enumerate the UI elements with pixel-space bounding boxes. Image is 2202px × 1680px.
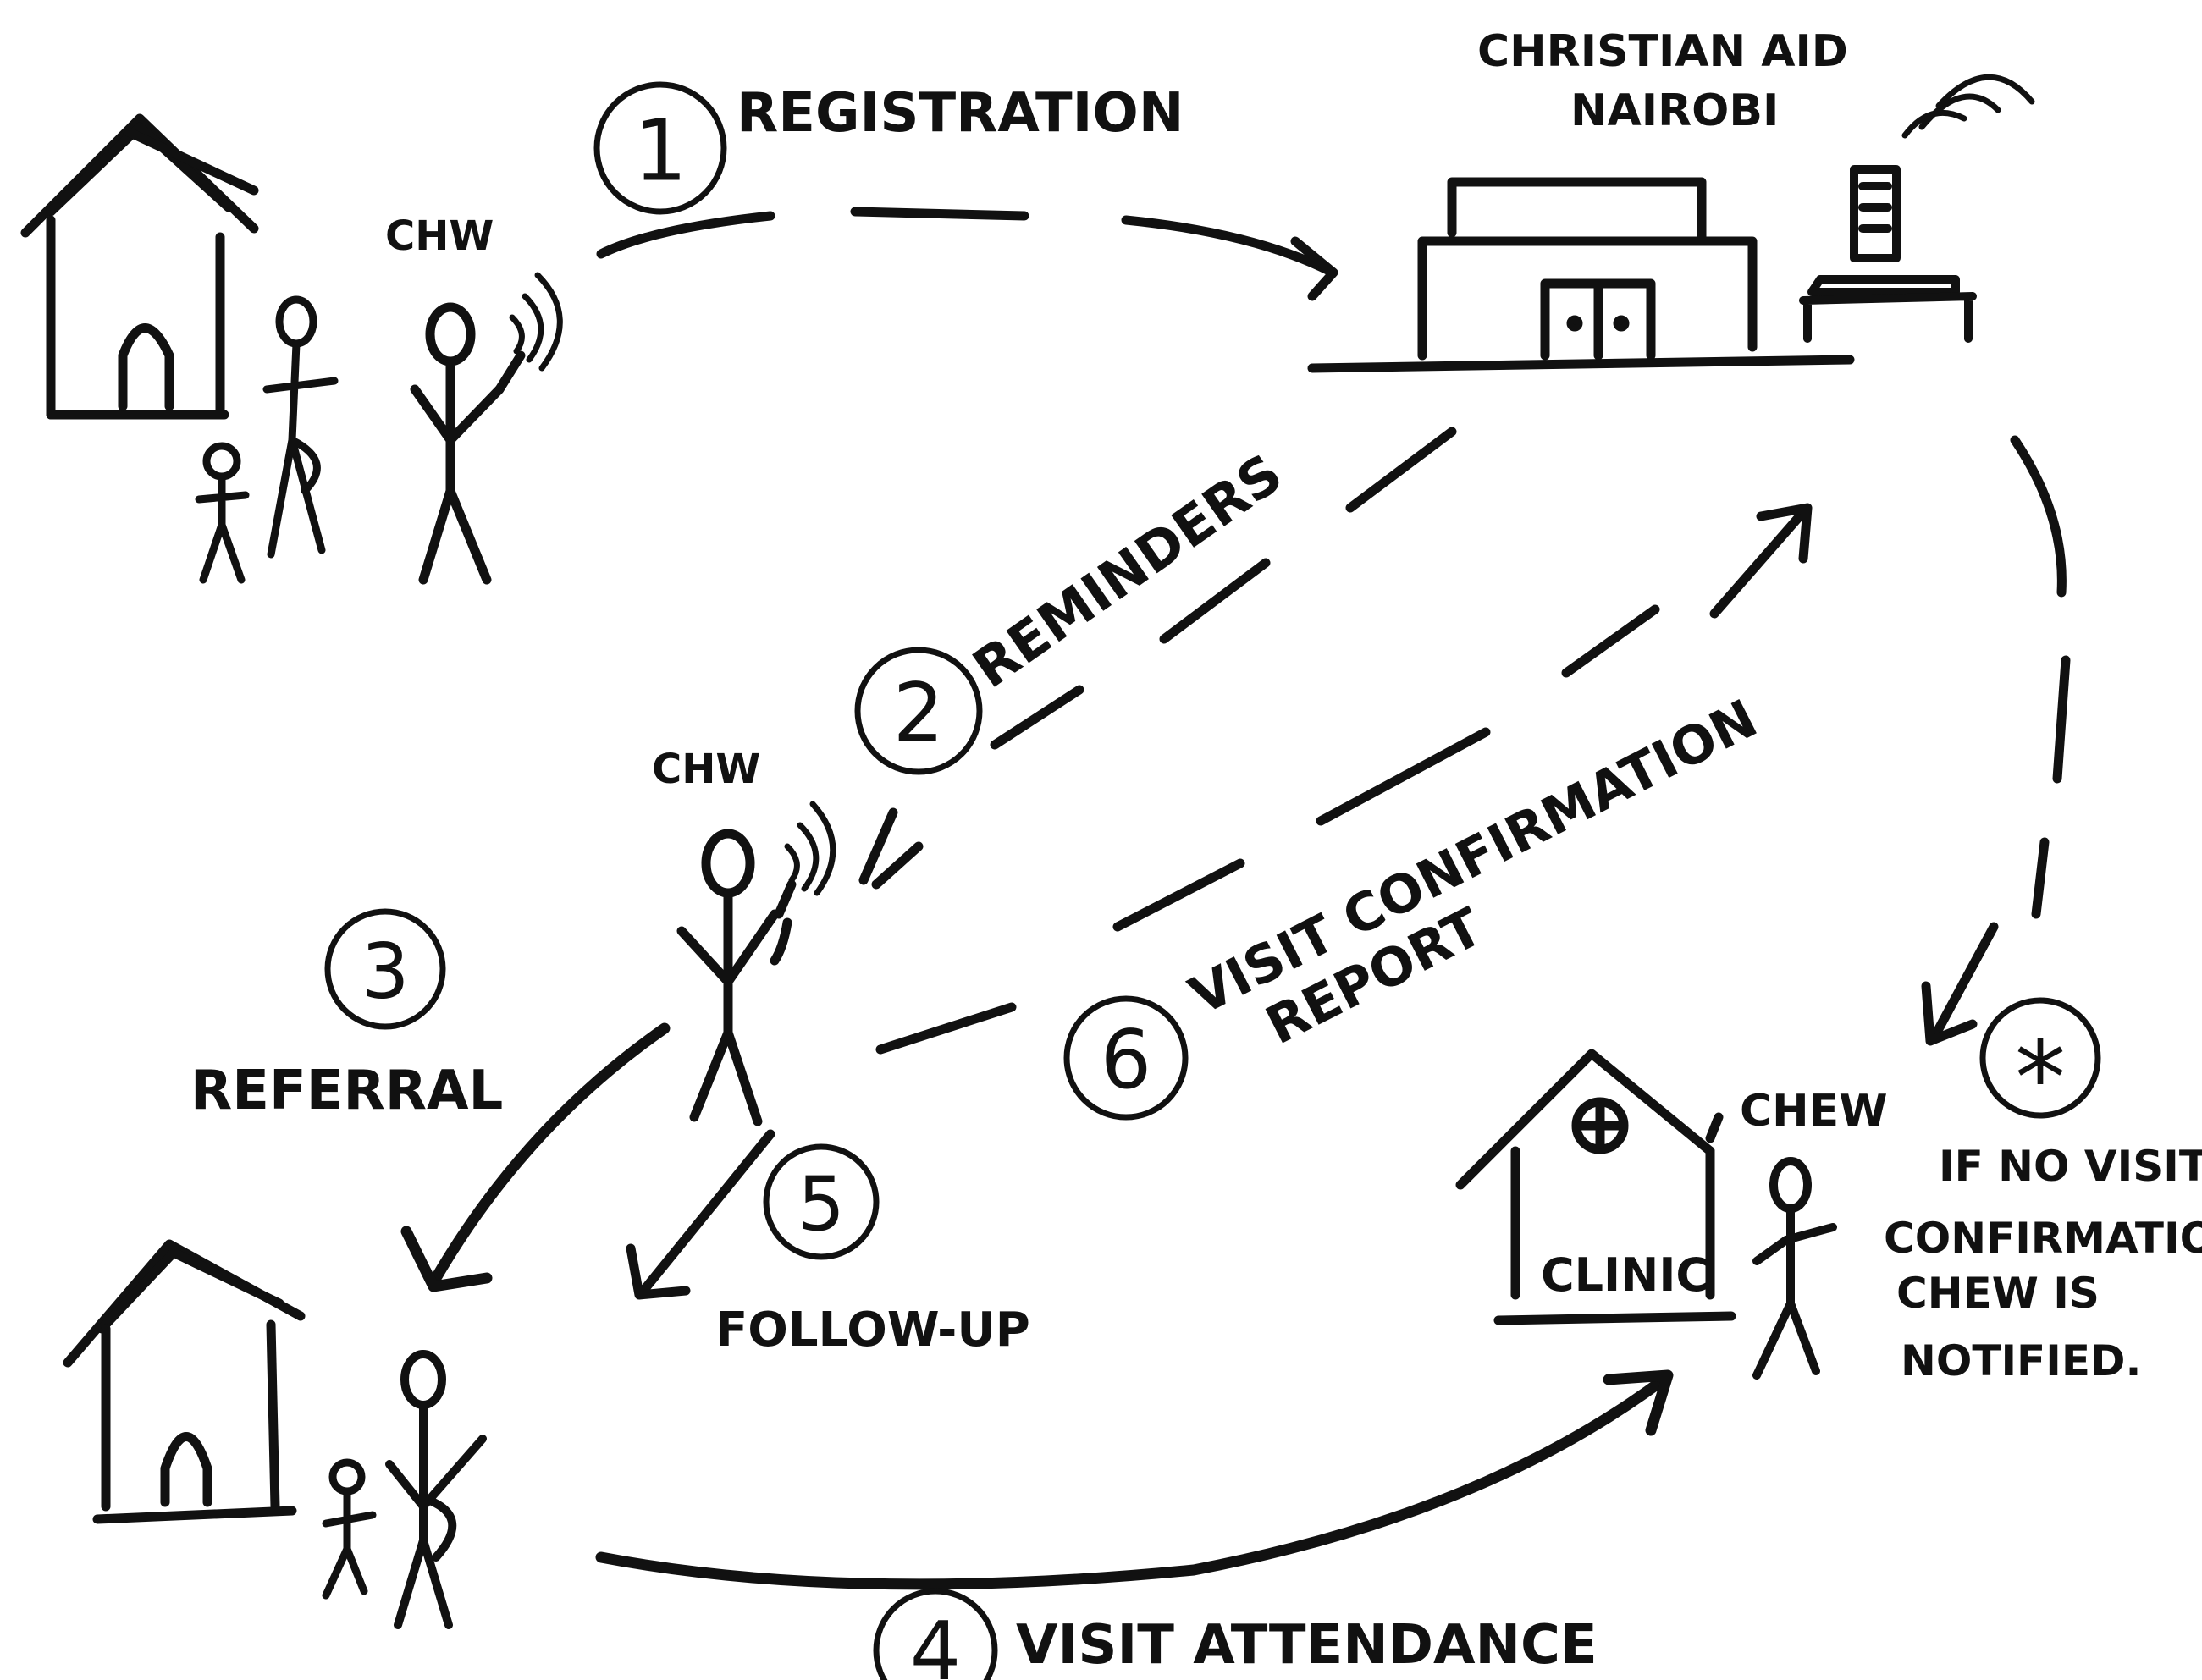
escalation-arrow <box>1921 435 2071 1046</box>
step-3-badge: 3 <box>324 908 446 1030</box>
phone-signal-icon-office <box>1901 74 2035 139</box>
step-3-number: 3 <box>361 928 409 1016</box>
step-1-number: 1 <box>633 102 687 201</box>
step-4-label: VISIT ATTENDANCE <box>1016 1614 1598 1677</box>
clinic-label: CLINIC <box>1541 1248 1709 1302</box>
note-line3: CHEW IS <box>1896 1269 2100 1318</box>
step-2-label: REMINDERS <box>963 443 1294 701</box>
phone-signal-icon-top <box>509 272 563 372</box>
note-symbol: * <box>2015 1021 2066 1138</box>
house-icon-bottom-left <box>63 1239 306 1524</box>
note-line1: IF NO VISIT <box>1939 1142 2202 1191</box>
visit-attendance-arrow <box>595 1369 1674 1590</box>
house-icon-top-left <box>20 113 259 420</box>
step-1-badge: 1 <box>593 81 727 215</box>
follow-up-arrow <box>626 1129 775 1300</box>
note-badge: * <box>1979 997 2101 1138</box>
person-icon-mother-bottom <box>385 1350 487 1629</box>
person-icon-chew <box>1752 1157 1837 1380</box>
step-6-badge: 6 <box>1063 995 1189 1121</box>
referral-arrow <box>400 1022 671 1292</box>
step-6-number: 6 <box>1101 1014 1151 1107</box>
phone-signal-icon-mid <box>784 801 836 896</box>
person-icon-mother-top <box>262 295 339 559</box>
clinic-icon <box>1455 1049 1736 1325</box>
person-icon-chw-mid <box>676 829 797 1126</box>
step-1-label: REGISTRATION <box>737 82 1184 145</box>
person-icon-child-top <box>195 442 250 584</box>
step-5-label: FOLLOW-UP <box>715 1303 1030 1358</box>
person-icon-chw-top <box>410 302 526 585</box>
registration-arrow <box>596 207 1338 301</box>
chew-label: CHEW <box>1740 1086 1888 1137</box>
confirmation-report-arrow <box>875 503 1813 1055</box>
note-line4: NOTIFIED. <box>1901 1336 2141 1385</box>
step-5-badge: 5 <box>763 1143 880 1260</box>
step-4-badge: 4 <box>873 1588 998 1680</box>
note-line2: CONFIRMATION, <box>1884 1214 2202 1263</box>
person-icon-child-bottom <box>322 1458 377 1600</box>
org-name-line1: CHRISTIAN AID <box>1477 26 1848 77</box>
step-4-number: 4 <box>910 1606 961 1680</box>
office-building-icon <box>1307 177 1855 373</box>
org-name-line2: NAIROBI <box>1570 85 1779 136</box>
step-2-number: 2 <box>893 667 944 760</box>
step-3-label: REFERRAL <box>190 1060 503 1122</box>
step-5-number: 5 <box>797 1161 845 1248</box>
chw-label-mid: CHW <box>652 746 760 793</box>
chw-label-top: CHW <box>385 212 494 260</box>
step-2-badge: 2 <box>854 647 983 775</box>
reminders-arrow <box>858 427 1457 890</box>
computer-icon <box>1799 165 1977 343</box>
